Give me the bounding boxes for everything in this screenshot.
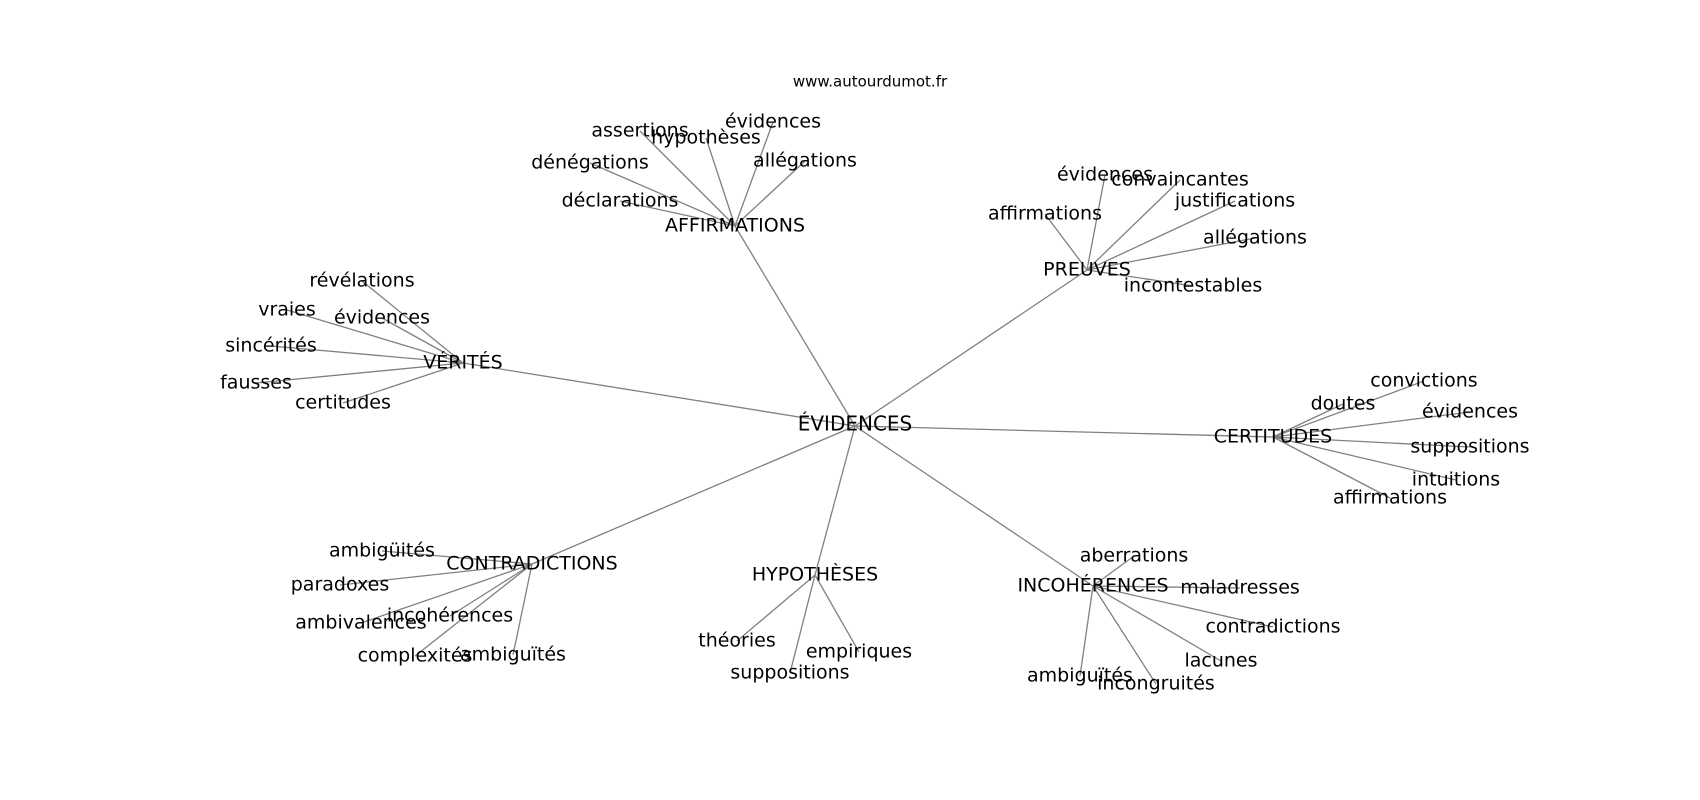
leaf-node: hypothèses [651,127,761,149]
edge-hub-to-leaf [736,574,816,642]
edge-hub-to-leaf [381,317,464,364]
edge-hub-to-leaf [1272,436,1457,481]
leaf-node: allégations [1203,227,1307,249]
hub-node: CONTRADICTIONS [446,553,617,575]
leaf-node: dénégations [531,152,648,174]
leaf-node: convictions [1370,370,1477,392]
leaf-node: évidences [725,111,821,133]
edge-hub-to-leaf [1092,585,1274,628]
leaf-node: évidences [334,307,430,329]
edge-hub-to-leaf [589,162,736,227]
hub-node: HYPOTHÈSES [752,563,878,586]
leaf-node: justifications [1174,190,1295,212]
edge-center-to-hub [734,225,856,427]
leaf-node: ambiguïtés [1027,665,1133,687]
leaf-node: contradictions [1205,616,1340,638]
edge-hub-to-leaf [1086,237,1256,271]
edge-hub-to-leaf [1044,213,1088,271]
leaf-node: complexités [358,645,473,667]
leaf-node: lacunes [1184,650,1257,672]
leaf-node: révélations [309,270,414,292]
leaf-node: incongruités [1097,673,1215,695]
graph-edges [255,121,1471,685]
edge-hub-to-leaf [255,362,464,384]
edge-hub-to-leaf [1086,174,1106,271]
leaf-node: allégations [753,150,857,172]
edge-hub-to-leaf [734,121,774,227]
edge-hub-to-leaf [1092,585,1222,662]
edge-hub-to-leaf [449,563,533,617]
edge-center-to-hub [854,269,1088,427]
edge-hub-to-leaf [705,137,736,227]
edge-center-to-hub [854,425,1274,438]
leaf-node: convaincantes [1111,169,1249,191]
edge-center-to-hub [531,425,856,565]
leaf-node: suppositions [730,662,849,684]
edge-hub-to-leaf [1092,585,1157,685]
edge-hub-to-leaf [381,550,533,565]
hub-node: PREUVES [1043,259,1131,281]
leaf-node: ambivalences [295,612,426,634]
leaf-node: empiriques [806,641,912,663]
edge-hub-to-leaf [342,362,464,404]
edge-hub-to-leaf [639,130,736,227]
leaf-node: ambigüités [329,540,435,562]
edge-hub-to-leaf [1092,555,1135,587]
edge-hub-to-leaf [619,200,736,227]
edge-hub-to-leaf [789,574,816,674]
leaf-node: paradoxes [291,574,390,596]
edge-hub-to-leaf [1086,269,1194,287]
edge-hub-to-leaf [361,280,464,364]
graph-labels: www.autourdumot.fr ÉVIDENCES assertionsh… [220,73,1529,695]
leaf-node: maladresses [1180,577,1300,599]
leaf-node: incohérences [387,605,513,627]
leaf-node: intuitions [1412,469,1500,491]
edge-hub-to-leaf [360,563,533,624]
leaf-node: aberrations [1080,545,1189,567]
hub-node: VÉRITÉS [423,351,502,374]
leaf-node: vraies [258,299,316,321]
edge-hub-to-leaf [414,563,533,657]
edge-hub-to-leaf [1272,380,1425,438]
edge-hub-to-leaf [1272,411,1471,438]
site-url: www.autourdumot.fr [793,73,948,91]
leaf-node: théories [698,630,775,652]
edge-hub-to-leaf [814,574,860,653]
leaf-node: incontestables [1124,275,1263,297]
edge-center-to-hub [854,425,1094,587]
leaf-node: certitudes [295,392,391,414]
edge-center-to-hub [814,425,856,576]
leaf-node: suppositions [1410,436,1529,458]
leaf-node: sincérités [225,335,316,357]
edge-hub-to-leaf [270,345,464,364]
edge-hub-to-leaf [1086,200,1236,271]
edge-hub-to-leaf [339,563,533,586]
leaf-node: évidences [1422,401,1518,423]
edge-hub-to-leaf [286,309,464,364]
leaf-node: évidences [1057,164,1153,186]
leaf-node: affirmations [1333,487,1447,509]
edge-hub-to-leaf [1272,436,1471,448]
leaf-node: fausses [220,372,292,394]
hub-node: AFFIRMATIONS [665,215,805,237]
leaf-node: assertions [591,120,688,142]
edge-hub-to-leaf [1272,436,1391,499]
edge-hub-to-leaf [512,563,533,656]
edge-hub-to-leaf [734,160,806,227]
leaf-node: doutes [1311,393,1376,415]
leaf-node: ambiguïtés [460,644,566,666]
leaf-node: affirmations [988,203,1102,225]
edge-hub-to-leaf [1086,179,1181,271]
center-node: ÉVIDENCES [798,412,913,436]
edge-hub-to-leaf [1272,403,1344,438]
edge-center-to-hub [462,362,856,427]
hub-node: CERTITUDES [1214,426,1333,448]
leaf-node: déclarations [562,190,679,212]
edge-hub-to-leaf [1092,585,1241,589]
hub-node: INCOHÉRENCES [1017,574,1168,597]
edge-hub-to-leaf [1079,585,1094,677]
